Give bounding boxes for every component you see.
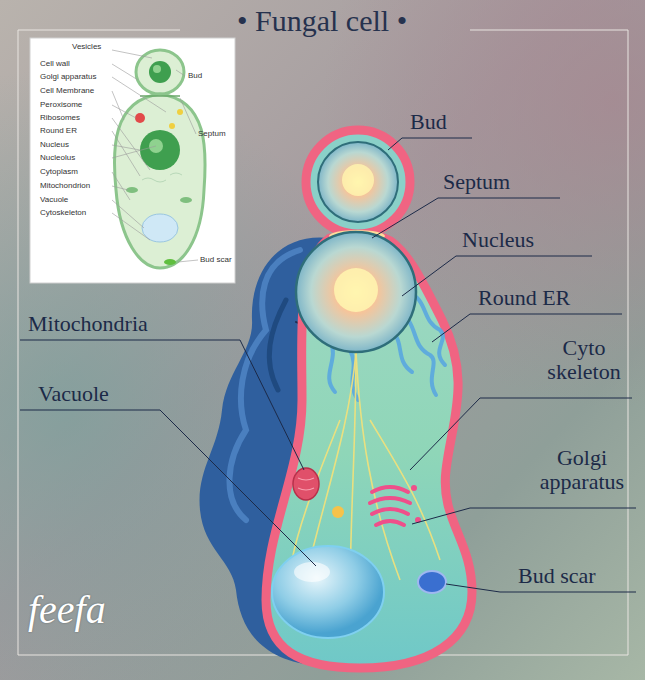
inset-label: Vesicles	[72, 43, 101, 52]
inset-label: Round ER	[40, 127, 77, 136]
part-label: Golgi apparatus	[530, 446, 634, 494]
inset-label: Nucleolus	[40, 154, 75, 163]
part-label: Bud scar	[518, 564, 596, 588]
inset-label: Nucleus	[40, 141, 69, 150]
inset-label: Septum	[198, 130, 226, 139]
part-label: Cyto skeleton	[536, 336, 632, 384]
inset-label: Cytoplasm	[40, 168, 78, 177]
part-label: Mitochondria	[28, 312, 148, 336]
part-label: Vacuole	[38, 382, 109, 406]
inset-label: Peroxisome	[40, 101, 82, 110]
signature: feefa	[28, 588, 106, 632]
part-label: Round ER	[478, 286, 570, 310]
inset-label: Bud scar	[200, 256, 232, 265]
inset-label: Mitochondrion	[40, 182, 90, 191]
inset-label: Golgi apparatus	[40, 73, 96, 82]
inset-label: Vacuole	[40, 196, 68, 205]
fungal-cell	[266, 130, 472, 668]
part-label: Nucleus	[462, 228, 534, 252]
leader-lines	[20, 138, 636, 592]
inset-label: Bud	[188, 72, 202, 81]
title: • Fungal cell •	[237, 4, 407, 37]
inset-label: Cell Membrane	[40, 87, 94, 96]
inset-label: Cell wall	[40, 60, 70, 69]
inset-cell	[112, 50, 205, 268]
part-label: Bud	[410, 110, 447, 134]
part-label: Septum	[443, 170, 510, 194]
inset-label: Ribosomes	[40, 114, 80, 123]
inset-label: Cytoskeleton	[40, 209, 86, 218]
